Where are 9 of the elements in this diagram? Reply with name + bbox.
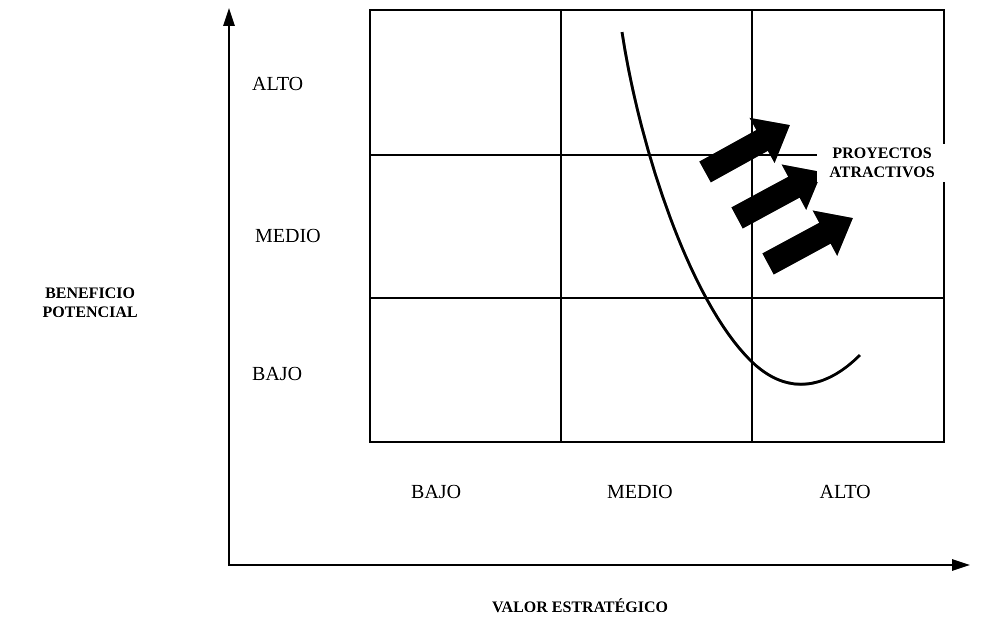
column-label: MEDIO [607,480,673,504]
row-label: BAJO [252,362,302,386]
row-label: MEDIO [255,224,321,248]
column-label: ALTO [820,480,871,504]
callout-text: PROYECTOS ATRACTIVOS [817,144,947,182]
axis-title: BENEFICIO POTENCIAL [41,284,139,322]
row-label: ALTO [252,72,304,96]
column-label: BAJO [411,480,462,504]
axis-title: VALOR ESTRATÉGICO [491,598,669,618]
